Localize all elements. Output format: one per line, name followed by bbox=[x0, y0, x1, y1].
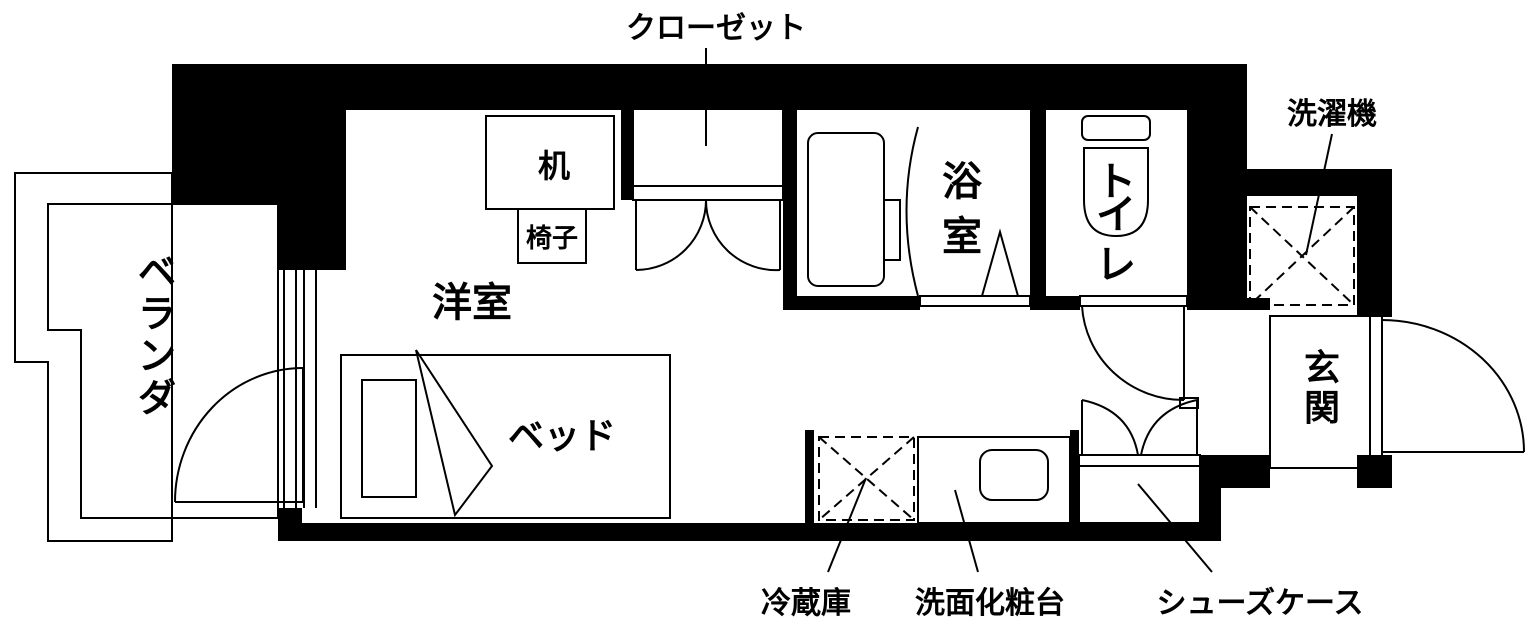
wall-washer-right bbox=[1357, 169, 1392, 317]
wall-entrance-right bbox=[1357, 455, 1392, 488]
shoe-case bbox=[1078, 397, 1201, 524]
wall-kitchen-left bbox=[805, 430, 814, 525]
chair bbox=[517, 208, 587, 264]
washer-callout: 洗濯機 bbox=[1287, 97, 1377, 132]
wall-bath-bottom bbox=[783, 296, 920, 310]
bed-label: ベッド bbox=[508, 416, 616, 457]
bathroom-label-2: 室 bbox=[942, 214, 982, 260]
wall-bath-right bbox=[1030, 110, 1046, 310]
bed bbox=[340, 349, 671, 519]
pillow bbox=[361, 379, 417, 498]
western-room-label: 洋室 bbox=[432, 280, 512, 326]
entrance-label-2: 関 bbox=[1304, 388, 1340, 429]
wall-left-bottom-corner bbox=[278, 508, 302, 541]
wall-bath-left bbox=[783, 110, 797, 310]
wall-top bbox=[172, 64, 1247, 110]
veranda-label-1: ベ bbox=[138, 250, 176, 294]
desk-label: 机 bbox=[538, 147, 570, 185]
fridge-callout: 冷蔵庫 bbox=[761, 586, 851, 621]
toilet-label-2: イ bbox=[1096, 192, 1136, 238]
toilet-label-3: レ bbox=[1096, 242, 1136, 288]
entrance bbox=[1269, 315, 1525, 469]
closet-callout: クローゼット bbox=[626, 11, 806, 46]
entrance-label-1: 玄 bbox=[1304, 348, 1340, 389]
washstand bbox=[917, 436, 1071, 524]
bathroom bbox=[807, 126, 1031, 307]
desk bbox=[485, 115, 615, 210]
wall-bottom-right-step bbox=[1200, 455, 1221, 541]
washstand-callout: 洗面化粧台 bbox=[915, 586, 1065, 621]
callout-lines bbox=[705, 48, 1333, 573]
veranda-label-4: ダ bbox=[138, 376, 176, 420]
wall-washer-bottom bbox=[1187, 298, 1270, 310]
walls bbox=[172, 64, 1392, 541]
toilet bbox=[1079, 115, 1188, 402]
toilet-label-1: ト bbox=[1096, 159, 1136, 205]
veranda-label-2: ラ bbox=[138, 292, 176, 336]
veranda-label-3: ン bbox=[138, 334, 176, 378]
chair-label: 椅子 bbox=[526, 224, 578, 254]
sink bbox=[979, 449, 1049, 501]
wall-toilet-bottom bbox=[1030, 296, 1080, 310]
wall-left-block bbox=[278, 110, 346, 270]
toilet-tank bbox=[1081, 115, 1151, 141]
fridge bbox=[818, 436, 915, 521]
wall-washstand-right bbox=[1070, 430, 1079, 525]
wall-bottom bbox=[278, 523, 1221, 541]
bathroom-floor bbox=[797, 127, 1030, 296]
wall-closet-left bbox=[621, 110, 633, 200]
veranda-door bbox=[174, 367, 304, 503]
shoe-case-callout: シューズケース bbox=[1157, 586, 1364, 621]
veranda-window bbox=[283, 270, 317, 508]
washer bbox=[1249, 206, 1355, 306]
closet bbox=[632, 110, 784, 272]
bathroom-label-1: 浴 bbox=[942, 159, 983, 205]
